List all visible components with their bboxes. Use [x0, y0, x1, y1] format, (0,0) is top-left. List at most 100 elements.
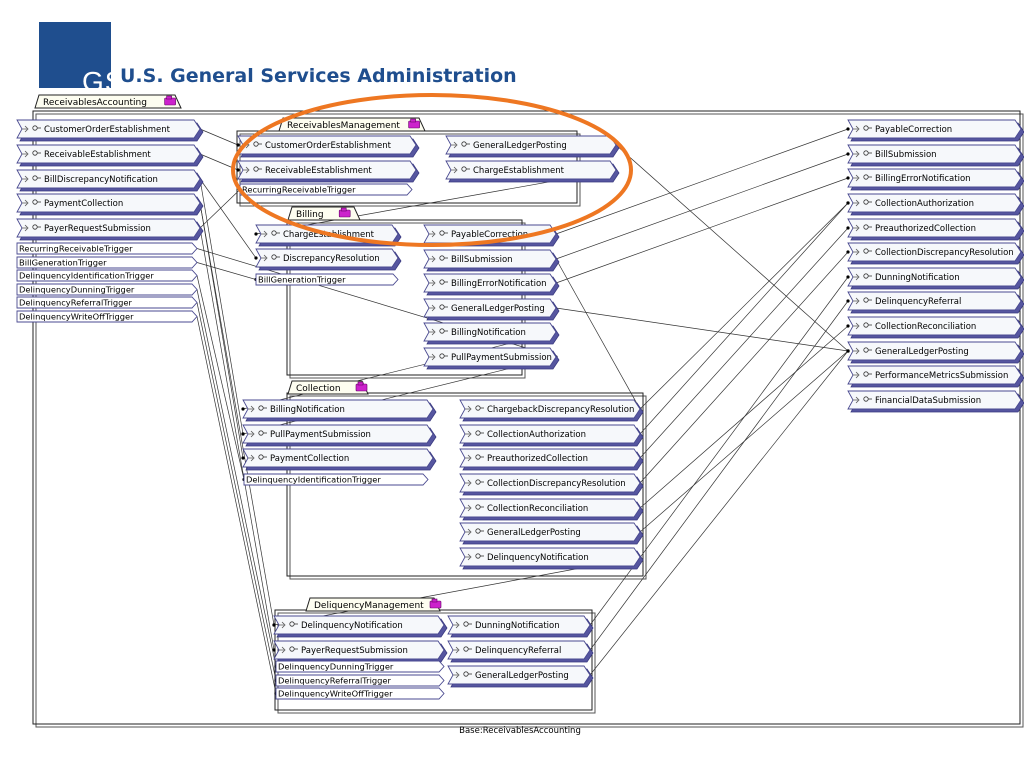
dm-trigger-delinquency-dunning-trigger[interactable]: DelinquencyDunningTrigger	[275, 660, 445, 673]
outer-right-port-delinquency-referral-label: DelinquencyReferral	[875, 297, 961, 307]
connector-line	[555, 307, 849, 352]
collection-port-chargeback-discrepancy-resolution[interactable]: ChargebackDiscrepancyResolution	[459, 399, 644, 422]
gsa-logo-text: GSA	[82, 66, 145, 97]
receivables-accounting-frame	[32, 110, 1021, 725]
port-arrow-icon	[465, 454, 472, 462]
billing-port-discrepancy-resolution[interactable]: DiscrepancyResolution	[255, 248, 402, 271]
collection-port-delinquency-notification-label: DelinquencyNotification	[487, 553, 589, 563]
rm-trigger-recurring-receivable-trigger[interactable]: RecurringReceivableTrigger	[239, 183, 413, 196]
billing-port-billing-error-notification[interactable]: BillingErrorNotification	[423, 273, 560, 296]
collection-port-billing-notification-label: BillingNotification	[270, 405, 345, 415]
outer-right-port-dunning-notification[interactable]: DunningNotification	[847, 267, 1024, 290]
port-arrow-icon	[853, 297, 860, 305]
port-arrow-icon	[429, 255, 436, 263]
collection-frame-shadow	[289, 395, 647, 580]
dm-trigger-delinquency-referral-trigger[interactable]: DelinquencyReferralTrigger	[275, 674, 445, 687]
collection-port-pull-payment-submission[interactable]: PullPaymentSubmission	[242, 424, 437, 447]
connector-line	[589, 300, 849, 651]
billing-port-general-ledger-posting[interactable]: GeneralLedgerPosting	[423, 298, 560, 321]
outer-right-port-billing-error-notification-label: BillingErrorNotification	[875, 174, 971, 184]
dm-port-delinquency-referral[interactable]: DelinquencyReferral	[447, 640, 594, 663]
collection-port-preauthorized-collection[interactable]: PreauthorizedCollection	[459, 448, 644, 471]
rm-port-charge-establishment[interactable]: ChargeEstablishment	[445, 160, 620, 183]
outer-right-port-payable-correction[interactable]: PayableCorrection	[847, 119, 1024, 142]
collection-port-delinquency-notification[interactable]: DelinquencyNotification	[459, 547, 644, 570]
billing-trigger-bill-generation-trigger[interactable]: BillGenerationTrigger	[255, 273, 399, 286]
port-arrow-icon	[853, 273, 860, 281]
port-arrow-icon	[465, 528, 472, 536]
dm-trigger-delinquency-write-off-trigger[interactable]: DelinquencyWriteOffTrigger	[275, 687, 445, 700]
collection-port-collection-authorization[interactable]: CollectionAuthorization	[459, 424, 644, 447]
outer-left-trigger-bill-generation-trigger[interactable]: BillGenerationTrigger	[16, 256, 198, 269]
outer-right-port-bill-submission[interactable]: BillSubmission	[847, 144, 1024, 167]
billing-package-tab: Billing	[287, 206, 361, 221]
outer-left-port-payer-request-submission[interactable]: PayerRequestSubmission	[16, 218, 204, 241]
billing-port-pull-payment-submission[interactable]: PullPaymentSubmission	[423, 347, 560, 370]
collection-port-payment-collection[interactable]: PaymentCollection	[242, 448, 437, 471]
collection-port-billing-notification[interactable]: BillingNotification	[242, 399, 437, 422]
port-arrow-icon	[853, 396, 860, 404]
port-arrow-icon	[453, 621, 460, 629]
outer-left-port-bill-discrepancy-notification[interactable]: BillDiscrepancyNotification	[16, 169, 204, 192]
rm-port-receivable-establishment-label: ReceivableEstablishment	[265, 166, 372, 176]
connector-dot	[846, 152, 850, 156]
outer-left-port-customer-order-establishment[interactable]: CustomerOrderEstablishment	[16, 119, 204, 142]
collection-port-collection-discrepancy-resolution-label: CollectionDiscrepancyResolution	[487, 479, 626, 489]
port-arrow-icon	[22, 224, 29, 232]
connector-dot	[254, 256, 258, 260]
outer-right-port-collection-discrepancy-resolution[interactable]: CollectionDiscrepancyResolution	[847, 242, 1024, 265]
receivables-management-package-label: ReceivablesManagement	[287, 121, 400, 131]
dm-port-general-ledger-posting[interactable]: GeneralLedgerPosting	[447, 665, 594, 688]
connector-dot	[236, 168, 240, 172]
connector-line	[555, 153, 849, 260]
dm-port-payer-request-submission[interactable]: PayerRequestSubmission	[273, 640, 448, 663]
rm-port-receivable-establishment[interactable]: ReceivableEstablishment	[237, 160, 420, 183]
connector-dot	[241, 456, 245, 460]
highlight-ellipse	[231, 93, 633, 247]
collection-trigger-delinquency-identification-trigger[interactable]: DelinquencyIdentificationTrigger	[243, 473, 429, 486]
connector-line	[196, 316, 277, 694]
port-arrow-icon	[465, 504, 472, 512]
outer-right-port-collection-reconciliation[interactable]: CollectionReconciliation	[847, 316, 1024, 339]
connector-line	[196, 262, 257, 280]
dm-port-dunning-notification[interactable]: DunningNotification	[447, 615, 594, 638]
dm-port-payer-request-submission-label: PayerRequestSubmission	[301, 646, 408, 656]
outer-left-trigger-delinquency-dunning-trigger[interactable]: DelinquencyDunningTrigger	[16, 283, 198, 296]
billing-port-billing-error-notification-label: BillingErrorNotification	[451, 279, 547, 289]
outer-left-trigger-recurring-receivable-trigger[interactable]: RecurringReceivableTrigger	[16, 242, 198, 255]
dm-port-delinquency-referral-label: DelinquencyReferral	[475, 646, 561, 656]
gsa-logo: GSA	[39, 22, 143, 97]
port-arrow-icon	[429, 230, 436, 238]
outer-right-port-preauthorized-collection[interactable]: PreauthorizedCollection	[847, 218, 1024, 241]
outer-right-port-collection-authorization[interactable]: CollectionAuthorization	[847, 193, 1024, 216]
outer-left-trigger-delinquency-write-off-trigger[interactable]: DelinquencyWriteOffTrigger	[16, 310, 198, 323]
port-arrow-icon	[453, 646, 460, 654]
outer-left-port-payment-collection[interactable]: PaymentCollection	[16, 193, 204, 216]
outer-left-port-receivable-establishment[interactable]: ReceivableEstablishment	[16, 144, 204, 167]
connector-dot	[846, 201, 850, 205]
outer-right-port-performance-metrics-submission[interactable]: PerformanceMetricsSubmission	[847, 365, 1024, 388]
dm-port-delinquency-notification-label: DelinquencyNotification	[301, 621, 403, 631]
port-arrow-icon	[429, 304, 436, 312]
collection-port-collection-discrepancy-resolution[interactable]: CollectionDiscrepancyResolution	[459, 473, 644, 496]
outer-right-port-delinquency-referral[interactable]: DelinquencyReferral	[847, 291, 1024, 314]
outer-right-port-financial-data-submission[interactable]: FinancialDataSubmission	[847, 390, 1024, 413]
rm-port-general-ledger-posting[interactable]: GeneralLedgerPosting	[445, 135, 620, 158]
billing-port-billing-notification[interactable]: BillingNotification	[423, 322, 560, 345]
outer-right-port-general-ledger-posting[interactable]: GeneralLedgerPosting	[847, 341, 1024, 364]
outer-left-trigger-delinquency-referral-trigger[interactable]: DelinquencyReferralTrigger	[16, 296, 198, 309]
dm-port-delinquency-notification[interactable]: DelinquencyNotification	[273, 615, 448, 638]
outer-right-port-billing-error-notification[interactable]: BillingErrorNotification	[847, 168, 1024, 191]
connector-dot	[254, 232, 258, 236]
connector-dot	[272, 623, 276, 627]
collection-port-general-ledger-posting[interactable]: GeneralLedgerPosting	[459, 522, 644, 545]
connector-dot	[846, 250, 850, 254]
port-arrow-icon	[261, 254, 268, 262]
outer-left-trigger-delinquency-identification-trigger[interactable]: DelinquencyIdentificationTrigger	[16, 269, 198, 282]
connector-dot	[272, 648, 276, 652]
connector-dot	[846, 226, 850, 230]
outer-left-port-payment-collection-label: PaymentCollection	[44, 199, 123, 209]
billing-port-bill-submission[interactable]: BillSubmission	[423, 249, 560, 272]
collection-port-collection-reconciliation[interactable]: CollectionReconciliation	[459, 498, 644, 521]
rm-port-customer-order-establishment[interactable]: CustomerOrderEstablishment	[237, 135, 420, 158]
